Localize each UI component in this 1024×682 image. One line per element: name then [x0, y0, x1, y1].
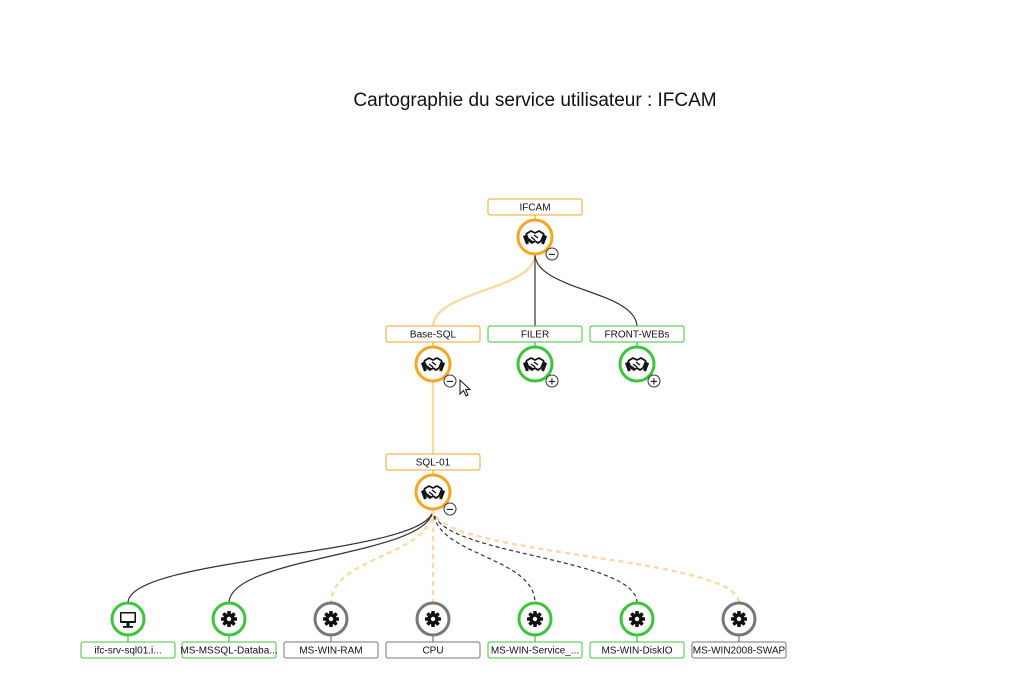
node-base_sql[interactable]: Base-SQL −	[385, 325, 481, 388]
link-sql_01-host	[127, 508, 434, 604]
link-sql_01-win_ram	[329, 508, 435, 604]
node-label-cpu[interactable]: CPU	[385, 641, 481, 659]
node-label-sql_01[interactable]: SQL-01	[385, 453, 481, 471]
node-label-base_sql[interactable]: Base-SQL	[385, 325, 481, 343]
gear-icon	[629, 611, 645, 627]
node-label-text: MS-WIN-DiskIO	[601, 646, 672, 657]
node-sql_01[interactable]: SQL-01 −	[385, 453, 481, 516]
node-ifcam[interactable]: IFCAM −	[487, 198, 583, 261]
svg-text:−: −	[548, 250, 556, 261]
collapse-toggle-icon[interactable]: −	[545, 247, 559, 261]
node-win_service[interactable]: MS-WIN-Service_...	[487, 601, 583, 659]
node-mssql[interactable]: MS-MSSQL-Databa...	[180, 601, 278, 659]
node-label-text: IFCAM	[519, 203, 550, 214]
link-sql_01-win_swap	[431, 508, 741, 604]
node-label-text: SQL-01	[416, 458, 451, 469]
collapse-toggle-icon[interactable]: −	[443, 502, 457, 516]
node-win_ram[interactable]: MS-WIN-RAM	[283, 601, 379, 659]
node-label-win_swap[interactable]: MS-WIN2008-SWAP	[691, 641, 787, 659]
link-sql_01-win_diskio	[432, 508, 638, 604]
svg-text:+: +	[548, 377, 556, 388]
node-front_webs[interactable]: FRONT-WEBs +	[589, 325, 685, 388]
collapse-toggle-icon[interactable]: −	[443, 374, 457, 388]
link-ifcam-base_sql	[431, 253, 537, 328]
page-title: Cartographie du service utilisateur : IF…	[353, 90, 717, 111]
node-label-host[interactable]: ifc-srv-sql01.i...	[80, 641, 176, 659]
node-label-win_service[interactable]: MS-WIN-Service_...	[487, 641, 583, 659]
gear-icon	[731, 611, 747, 627]
node-label-text: MS-MSSQL-Databa...	[180, 646, 277, 657]
node-label-text: MS-WIN-Service_...	[491, 646, 579, 657]
node-win_diskio[interactable]: MS-WIN-DiskIO	[589, 601, 685, 659]
node-label-text: MS-WIN-RAM	[299, 646, 362, 657]
link-sql_01-win_service	[432, 508, 536, 604]
node-filer[interactable]: FILER +	[487, 325, 583, 388]
node-label-win_diskio[interactable]: MS-WIN-DiskIO	[589, 641, 685, 659]
mouse-cursor-icon	[459, 378, 472, 397]
svg-text:−: −	[446, 505, 454, 516]
gear-icon	[221, 611, 237, 627]
node-status-circle[interactable]	[516, 345, 554, 383]
node-label-win_ram[interactable]: MS-WIN-RAM	[283, 641, 379, 659]
links-layer	[127, 253, 741, 604]
node-label-text: FRONT-WEBs	[605, 330, 670, 341]
nodes-layer: IFCAM − Base-SQL − FILER + FRONT-WEBs + SQL-01 − i…	[80, 198, 787, 659]
node-status-circle[interactable]	[618, 345, 656, 383]
node-cpu[interactable]: CPU	[385, 601, 481, 659]
node-status-circle[interactable]	[414, 345, 452, 383]
node-status-circle[interactable]	[516, 218, 554, 256]
gear-icon	[425, 611, 441, 627]
node-label-text: ifc-srv-sql01.i...	[94, 646, 161, 657]
expand-toggle-icon[interactable]: +	[647, 374, 661, 388]
node-label-front_webs[interactable]: FRONT-WEBs	[589, 325, 685, 343]
node-label-text: MS-WIN2008-SWAP	[693, 646, 786, 657]
svg-text:+: +	[650, 377, 658, 388]
gear-icon	[323, 611, 339, 627]
expand-toggle-icon[interactable]: +	[545, 374, 559, 388]
node-label-filer[interactable]: FILER	[487, 325, 583, 343]
gear-icon	[527, 611, 543, 627]
node-status-circle[interactable]	[414, 473, 452, 511]
node-label-text: CPU	[422, 646, 443, 657]
node-label-text: FILER	[521, 330, 549, 341]
link-sql_01-mssql	[228, 508, 434, 604]
node-label-text: Base-SQL	[410, 330, 457, 341]
link-ifcam-front_webs	[534, 253, 638, 328]
node-win_swap[interactable]: MS-WIN2008-SWAP	[691, 601, 787, 659]
node-host[interactable]: ifc-srv-sql01.i...	[80, 601, 176, 659]
node-label-ifcam[interactable]: IFCAM	[487, 198, 583, 216]
svg-text:−: −	[446, 377, 454, 388]
node-label-mssql[interactable]: MS-MSSQL-Databa...	[180, 641, 278, 659]
